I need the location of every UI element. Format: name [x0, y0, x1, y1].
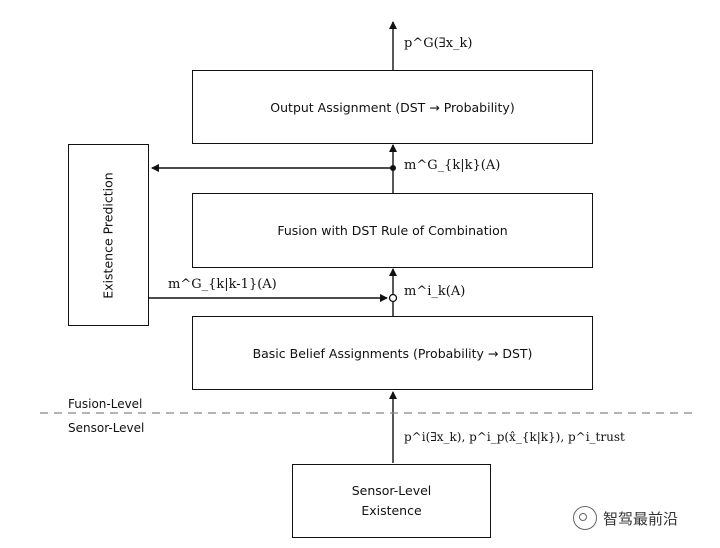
watermark-text: 智驾最前沿 [603, 509, 679, 528]
fusion-box: Fusion with DST Rule of Combination [192, 193, 593, 268]
watermark: 智驾最前沿 [573, 506, 678, 530]
output-assignment-box: Output Assignment (DST → Probability) [192, 70, 593, 144]
branch-dot [390, 165, 396, 171]
sensor-inputs-label: p^i(∃x_k), p^i_p(x̂_{k|k}), p^i_trust [404, 430, 625, 444]
fusion-label: Fusion with DST Rule of Combination [277, 223, 508, 238]
bba-box: Basic Belief Assignments (Probability → … [192, 316, 593, 390]
output-assignment-label: Output Assignment (DST → Probability) [270, 99, 515, 115]
sensor-existence-line1: Sensor-Level [351, 483, 432, 498]
wechat-icon [573, 506, 597, 530]
m-kk-label: m^G_{k|k}(A) [404, 158, 501, 173]
m-ik-label: m^i_k(A) [404, 284, 466, 299]
sensor-existence-box: Sensor-Level Existence [292, 464, 491, 538]
output-probability-label: p^G(∃x_k) [404, 36, 473, 51]
fusion-level-label: Fusion-Level [68, 397, 143, 411]
m-kk1-label: m^G_{k|k-1}(A) [168, 277, 277, 292]
sensor-level-label: Sensor-Level [68, 421, 145, 435]
combine-node [388, 293, 398, 303]
existence-prediction-label: Existence Prediction [101, 171, 116, 299]
bba-label: Basic Belief Assignments (Probability → … [252, 345, 533, 361]
sensor-existence-line2: Existence [361, 503, 422, 518]
existence-prediction-box: Existence Prediction [68, 144, 149, 326]
